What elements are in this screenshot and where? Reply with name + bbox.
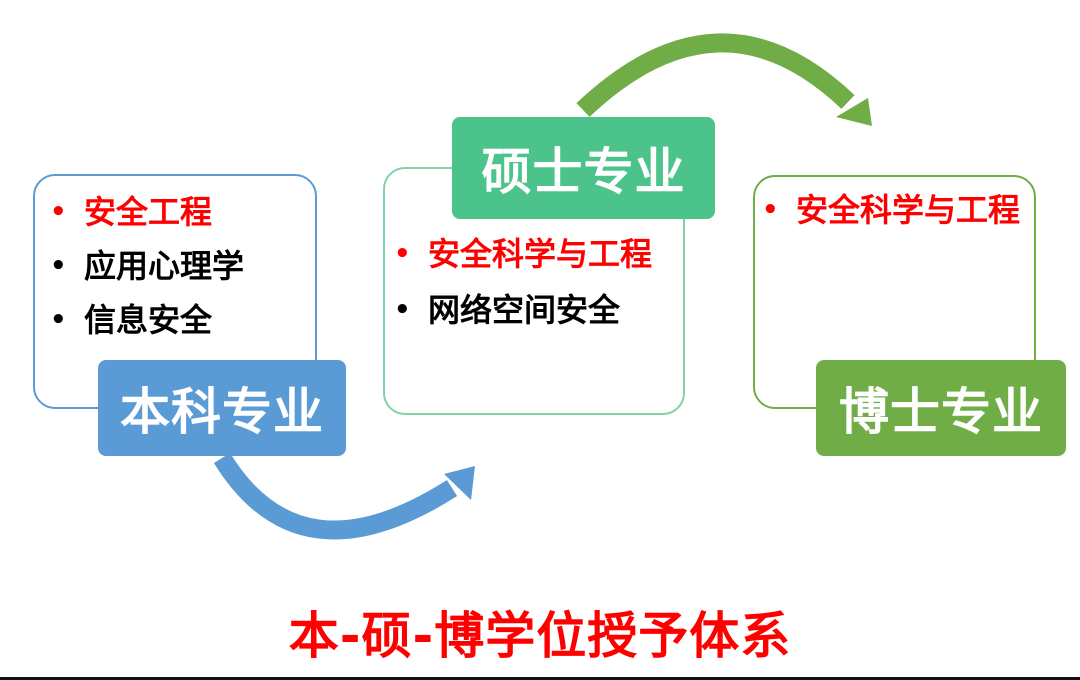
bachelor-to-master-arrow xyxy=(213,453,458,540)
master-major-list: • 安全科学与工程 • 网络空间安全 xyxy=(388,232,658,342)
bullet-icon: • xyxy=(394,239,411,269)
bullet-icon: • xyxy=(50,305,67,335)
list-item: • 安全科学与工程 xyxy=(388,232,658,276)
master-label: 硕士专业 xyxy=(452,117,715,219)
bottom-divider xyxy=(0,677,1080,680)
list-item: • 安全工程 xyxy=(44,190,314,234)
bachelor-major-list: • 安全工程 • 应用心理学 • 信息安全 xyxy=(44,190,314,352)
doctor-label: 博士专业 xyxy=(816,360,1066,456)
list-item: • 应用心理学 xyxy=(44,244,314,288)
bullet-icon: • xyxy=(50,251,67,281)
list-item: • 网络空间安全 xyxy=(388,288,658,332)
bullet-icon: • xyxy=(394,295,411,325)
bullet-icon: • xyxy=(762,195,779,225)
arrowhead-icon xyxy=(444,466,475,500)
bachelor-label: 本科专业 xyxy=(98,360,346,456)
doctor-major-list: • 安全科学与工程 xyxy=(756,188,1026,242)
master-to-doctor-arrow xyxy=(576,33,855,117)
bullet-icon: • xyxy=(50,197,67,227)
diagram-title: 本-硕-博学位授予体系 xyxy=(288,607,792,665)
list-item: • 安全科学与工程 xyxy=(756,188,1026,232)
list-item: • 信息安全 xyxy=(44,298,314,342)
arrowhead-icon xyxy=(836,98,872,126)
